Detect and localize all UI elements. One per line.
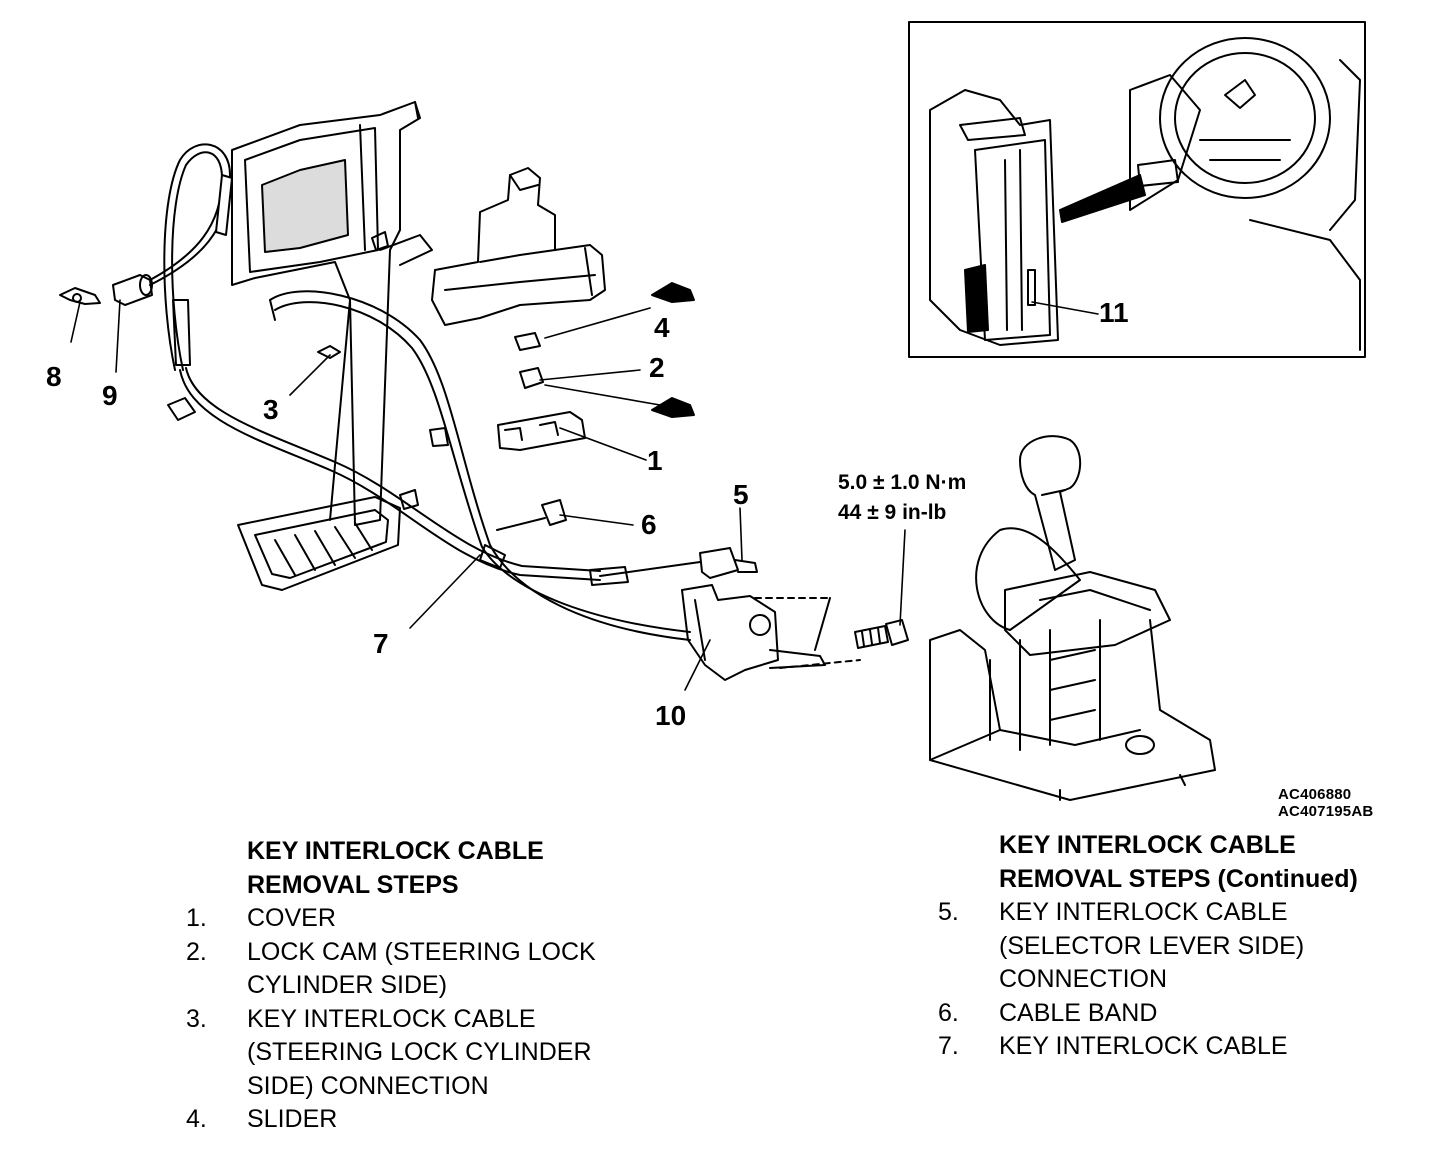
- part-1-cover: [497, 411, 586, 451]
- callout-10: 10: [655, 700, 687, 731]
- removal-steps-heading: KEY INTERLOCK CABLE REMOVAL STEPS: [186, 835, 706, 902]
- part-9-grommet: [112, 274, 153, 306]
- key-interlock-cable-path: [149, 143, 701, 641]
- part-4-slider: [514, 332, 541, 351]
- step-number: 2.: [186, 937, 207, 966]
- part-6-cable-band: [496, 499, 567, 531]
- figure-code: AC406880 AC407195AB: [1278, 786, 1373, 821]
- callout-9: 9: [102, 380, 118, 411]
- leader-lines: [70, 299, 1099, 691]
- part-10-bracket: [681, 584, 861, 681]
- figure-code-line2: AC407195AB: [1278, 803, 1374, 821]
- callout-1: 1: [647, 445, 663, 476]
- steering-lock-cylinder: [431, 167, 606, 326]
- step-text: CONNECTION: [999, 965, 1168, 993]
- callout-6: 6: [641, 509, 657, 540]
- step-text: KEY INTERLOCK CABLE: [999, 898, 1288, 926]
- step-text: COVER: [247, 904, 336, 932]
- step-text: LOCK CAM (STEERING LOCK: [247, 937, 596, 966]
- step-item: 6. CABLE BAND: [938, 997, 1438, 1031]
- step-text: SIDE) CONNECTION: [247, 1071, 489, 1100]
- torque-spec-imperial: 44 ± 9 in-lb: [838, 501, 947, 525]
- figure-code-line1: AC406880: [1278, 786, 1352, 803]
- part-2-lock-cam: [519, 367, 544, 389]
- step-text: (SELECTOR LEVER SIDE): [999, 931, 1305, 960]
- callout-2: 2: [649, 352, 665, 383]
- brake-pedal: [237, 496, 401, 591]
- inset-frame: [908, 21, 1366, 358]
- step-item: 7. KEY INTERLOCK CABLE: [938, 1030, 1438, 1064]
- clip-tool: [651, 282, 695, 418]
- step-item: 4. SLIDER: [186, 1103, 706, 1137]
- removal-steps-left: KEY INTERLOCK CABLE REMOVAL STEPS 1. COV…: [186, 835, 706, 1137]
- step-item: 1. COVER: [186, 902, 706, 936]
- callout-7: 7: [373, 628, 389, 659]
- torque-spec-metric: 5.0 ± 1.0 N·m: [838, 471, 967, 494]
- step-item: 3. KEY INTERLOCK CABLE (STEERING LOCK CY…: [186, 1003, 706, 1104]
- step-text: KEY INTERLOCK CABLE: [999, 1032, 1288, 1060]
- heading-line-1: KEY INTERLOCK CABLE: [999, 831, 1296, 859]
- heading-line-1: KEY INTERLOCK CABLE: [247, 837, 544, 865]
- step-number: 6.: [938, 998, 959, 1027]
- selector-lever-assembly: [929, 435, 1216, 801]
- callout-4: 4: [654, 312, 670, 343]
- heading-line-2: REMOVAL STEPS: [247, 870, 459, 899]
- step-number: 1.: [186, 904, 207, 932]
- step-item: 2. LOCK CAM (STEERING LOCK CYLINDER SIDE…: [186, 936, 706, 1003]
- callout-8: 8: [46, 361, 62, 392]
- step-text: SLIDER: [247, 1105, 338, 1133]
- callout-11: 11: [1099, 297, 1129, 328]
- callout-3: 3: [263, 394, 279, 425]
- steering-column-bracket: [231, 101, 433, 526]
- part-5-connector: [699, 547, 758, 579]
- torque-spec: 5.0 ± 1.0 N·m 44 ± 9 in-lb: [838, 468, 966, 529]
- step-number: 3.: [186, 1004, 207, 1033]
- step-text: CABLE BAND: [999, 998, 1158, 1027]
- step-text: CYLINDER SIDE): [247, 971, 448, 999]
- removal-steps-right: KEY INTERLOCK CABLE REMOVAL STEPS (Conti…: [938, 829, 1438, 1064]
- step-number: 4.: [186, 1105, 207, 1133]
- step-item: 5. KEY INTERLOCK CABLE (SELECTOR LEVER S…: [938, 896, 1438, 997]
- removal-steps-heading-continued: KEY INTERLOCK CABLE REMOVAL STEPS (Conti…: [938, 829, 1438, 896]
- heading-line-2: REMOVAL STEPS (Continued): [999, 864, 1358, 893]
- step-number: 5.: [938, 898, 959, 926]
- step-text: (STEERING LOCK CYLINDER: [247, 1038, 592, 1066]
- step-number: 7.: [938, 1032, 959, 1060]
- part-8-clip: [59, 287, 101, 305]
- step-text: KEY INTERLOCK CABLE: [247, 1004, 536, 1033]
- bolt: [854, 619, 909, 649]
- callout-5: 5: [733, 479, 749, 510]
